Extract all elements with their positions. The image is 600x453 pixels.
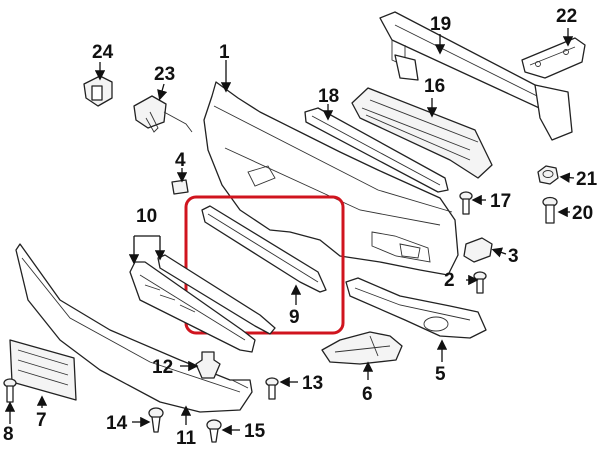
part-8-screw [3,378,17,403]
part-24-sensor [83,75,113,107]
part-10-side-trims [129,254,276,353]
callout-20: 20 [572,203,593,224]
part-4-clip [171,179,189,195]
callout-15: 15 [244,421,266,442]
part-23-sensor [133,95,193,133]
callout-6: 6 [362,384,373,405]
callout-10: 10 [136,206,157,227]
part-3-cap [463,237,493,263]
callout-16: 16 [424,76,445,97]
callout-21: 21 [576,169,598,190]
highlight-box-part-9 [184,195,345,335]
part-20-bolt [542,196,558,224]
callout-8: 8 [3,424,14,445]
leader-lines [4,28,575,436]
callout-17: 17 [490,191,511,212]
callout-13: 13 [302,373,323,394]
part-14-push-clip [148,407,164,433]
part-7-plate-bracket [9,339,77,401]
part-16-grille [351,87,493,179]
part-15-push-clip [206,419,222,443]
part-2-bolt [473,271,487,294]
callout-3: 3 [508,246,519,267]
callout-14: 14 [106,413,128,434]
part-6-bracket [321,331,403,365]
part-22-bracket [521,37,586,79]
part-19-reinforcement-bar [379,11,573,141]
part-17-bolt [459,191,473,215]
callout-24: 24 [92,42,114,63]
part-12-fastener [195,351,221,379]
part-13-bolt [265,377,279,400]
callout-22: 22 [556,6,577,27]
callout-18: 18 [318,86,339,107]
callout-11: 11 [176,428,197,449]
part-18-trim-strip [304,107,449,193]
callout-5: 5 [435,364,446,385]
callout-12: 12 [152,357,173,378]
part-9-grille-insert [201,205,327,293]
part-5-lower-reinforcement [345,277,487,339]
part-21-nut [537,165,559,185]
callout-2: 2 [444,270,455,291]
callout-4: 4 [175,150,186,171]
callout-9: 9 [289,307,300,328]
callout-19: 19 [430,14,451,35]
callout-7: 7 [36,410,47,431]
callout-23: 23 [154,64,175,85]
callout-1: 1 [219,42,230,63]
